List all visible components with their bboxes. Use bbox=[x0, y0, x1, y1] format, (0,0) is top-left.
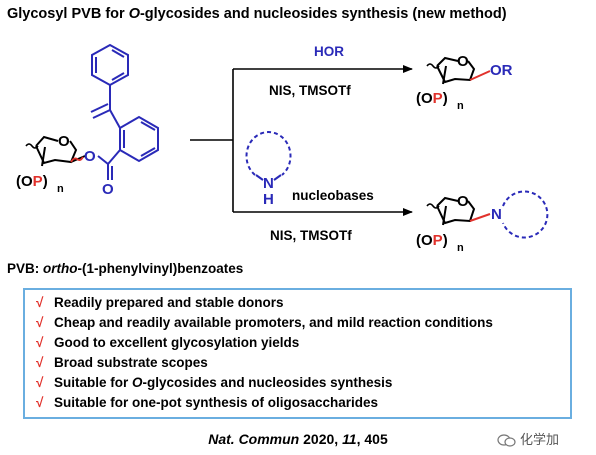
watermark: 化学加 bbox=[497, 429, 559, 448]
svg-text:H: H bbox=[263, 191, 274, 208]
svg-text:N: N bbox=[491, 206, 502, 223]
svg-text:n: n bbox=[457, 100, 464, 112]
reagent-bottom-promoter: NIS, TMSOTf bbox=[270, 228, 352, 243]
svg-text:(OP): (OP) bbox=[416, 90, 448, 107]
product-nucleoside: O N (OP) n bbox=[416, 190, 549, 254]
check-icon: √ bbox=[36, 395, 44, 410]
feature-item: √Good to excellent glycosylation yields bbox=[36, 335, 300, 350]
nucleobase-ring: N H bbox=[245, 131, 292, 208]
svg-text:O: O bbox=[457, 53, 469, 70]
feature-item: √Broad substrate scopes bbox=[36, 355, 208, 370]
feature-item: √Suitable for one-pot synthesis of oligo… bbox=[36, 395, 379, 410]
check-icon: √ bbox=[36, 355, 44, 370]
reagent-top-promoter: NIS, TMSOTf bbox=[269, 83, 351, 98]
svg-text:N: N bbox=[263, 175, 274, 192]
svg-text:(OP): (OP) bbox=[416, 232, 448, 249]
pvb-definition: PVB: ortho-(1-phenylvinyl)benzoates bbox=[7, 261, 244, 276]
reaction-arrows bbox=[190, 65, 413, 216]
glycosyl-donor: O (OP) n O bbox=[16, 43, 159, 198]
pvb-group bbox=[90, 43, 159, 180]
carbonyl-oxygen: O bbox=[102, 181, 114, 198]
citation: Nat. Commun 2020, 11, 405 bbox=[208, 431, 388, 447]
feature-item: √Cheap and readily available promoters, … bbox=[36, 315, 493, 330]
reaction-scheme: O (OP) n O bbox=[16, 43, 549, 254]
check-icon: √ bbox=[36, 295, 44, 310]
feature-item: √Suitable for O-glycosides and nucleosid… bbox=[36, 375, 393, 390]
check-icon: √ bbox=[36, 335, 44, 350]
reagent-hor: HOR bbox=[314, 44, 344, 59]
page-title: Glycosyl PVB for O-glycosides and nucleo… bbox=[7, 6, 507, 22]
svg-text:O: O bbox=[457, 193, 469, 210]
reagent-nucleobases: nucleobases bbox=[292, 188, 374, 203]
svg-text:(OP): (OP) bbox=[16, 173, 48, 190]
features-box: √Readily prepared and stable donors √Che… bbox=[23, 288, 572, 419]
svg-text:n: n bbox=[457, 242, 464, 254]
product-o-glycoside: O OR (OP) n bbox=[416, 53, 513, 112]
check-icon: √ bbox=[36, 315, 44, 330]
feature-item: √Readily prepared and stable donors bbox=[36, 295, 284, 310]
svg-text:OR: OR bbox=[490, 62, 513, 79]
chat-bubble-icon bbox=[497, 434, 516, 447]
svg-text:n: n bbox=[57, 183, 64, 195]
check-icon: √ bbox=[36, 375, 44, 390]
ring-oxygen: O bbox=[58, 133, 70, 150]
ester-oxygen: O bbox=[84, 148, 96, 165]
